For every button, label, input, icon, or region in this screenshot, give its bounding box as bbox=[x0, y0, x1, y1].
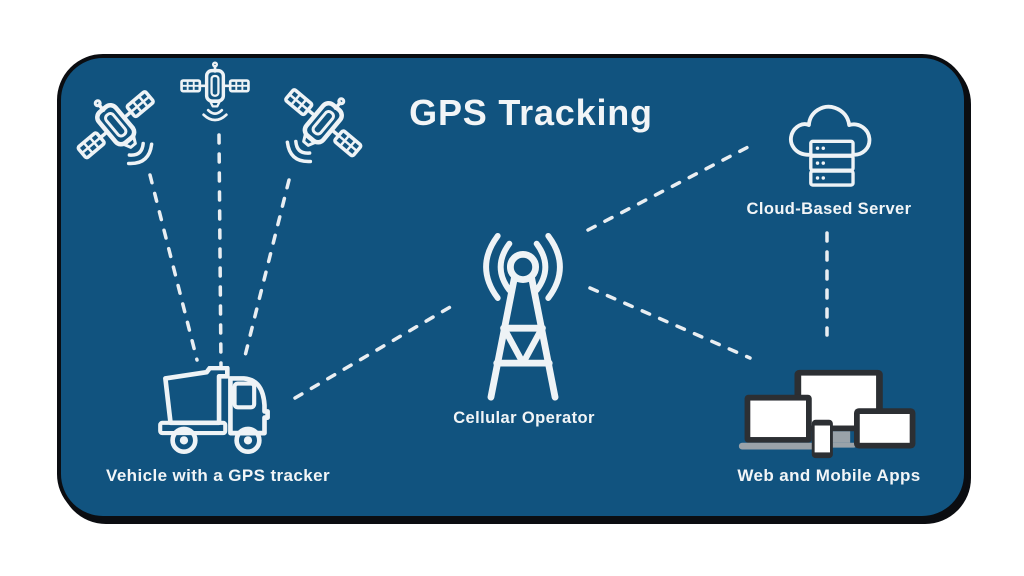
apps-label: Web and Mobile Apps bbox=[737, 466, 921, 485]
connection-vehicle-cellular bbox=[293, 301, 459, 400]
cloud-server-icon bbox=[782, 97, 878, 203]
vehicle-label: Vehicle with a GPS tracker bbox=[106, 466, 330, 485]
diagram-title: GPS Tracking bbox=[409, 92, 653, 133]
cloud-label: Cloud-Based Server bbox=[746, 200, 912, 218]
connection-satellite-1-vehicle bbox=[148, 173, 199, 362]
satellite-icon bbox=[243, 65, 384, 206]
connection-cellular-cloud bbox=[586, 143, 754, 232]
connection-cellular-apps bbox=[588, 286, 752, 360]
cell-tower-icon bbox=[444, 232, 602, 402]
satellite-icon bbox=[56, 67, 197, 208]
devices-icon bbox=[737, 366, 923, 462]
satellite-icon bbox=[177, 60, 253, 136]
connection-satellite-3-vehicle bbox=[242, 178, 291, 362]
truck-icon bbox=[155, 366, 279, 461]
connection-satellite-2-vehicle bbox=[217, 133, 223, 370]
cellular-label: Cellular Operator bbox=[453, 409, 595, 427]
